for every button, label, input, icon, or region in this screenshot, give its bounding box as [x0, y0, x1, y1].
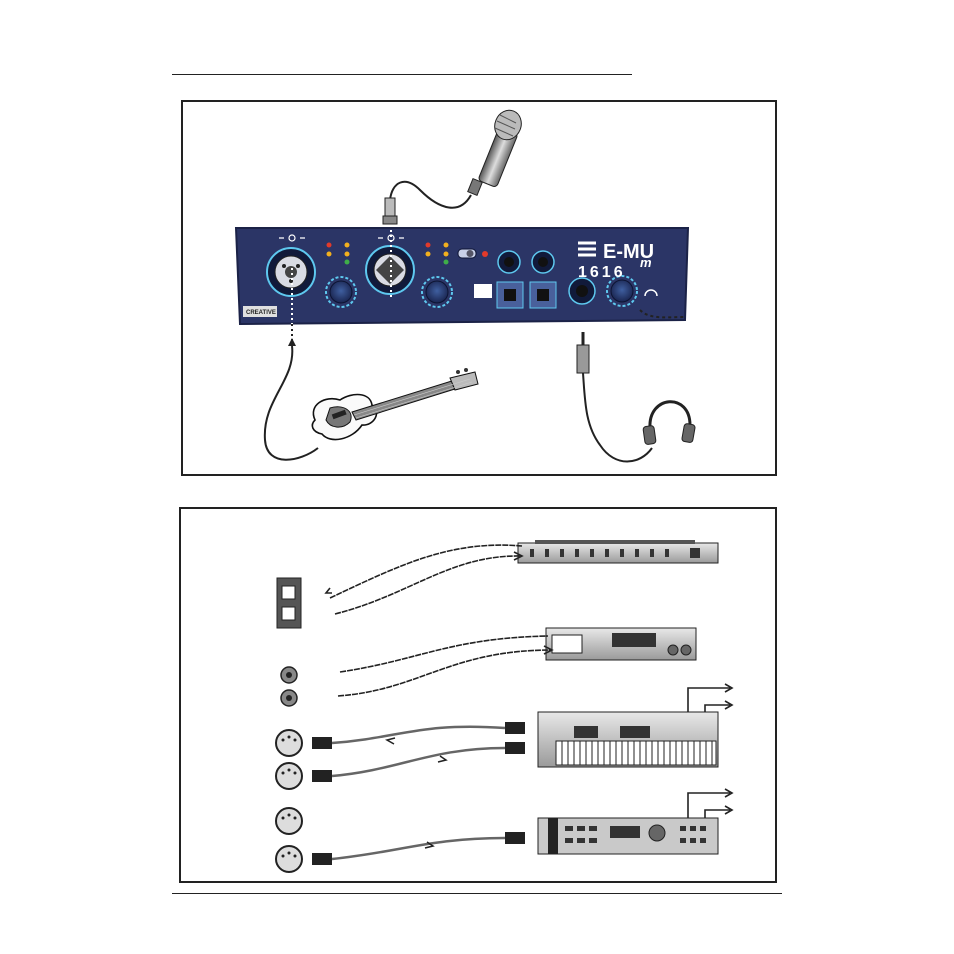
sound-module-icon	[538, 818, 718, 854]
spdif-cable-out	[340, 636, 548, 672]
phantom-power-switch	[458, 249, 476, 258]
midi-cable-3	[332, 838, 505, 859]
keyboard-synth-icon	[538, 712, 718, 767]
midi-plug-icon	[312, 722, 525, 865]
model-suffix: m	[640, 255, 652, 270]
mic-cable	[390, 182, 471, 208]
midi-port-icon	[276, 730, 302, 872]
bass-guitar-icon	[312, 368, 478, 440]
spdif-device-icon	[546, 628, 696, 660]
microphone-icon	[468, 106, 526, 195]
adat-rack-device-icon	[518, 540, 718, 563]
midi-cable-2	[332, 748, 505, 776]
optical-ports-icon	[277, 578, 301, 628]
optical-cable-out	[330, 545, 522, 598]
keyboard-audio-out-1	[688, 688, 730, 712]
audio-interface: E-MU 1616 m CREATIVE	[236, 228, 688, 324]
guitar-cable	[265, 346, 318, 460]
xlr-plug-icon	[383, 198, 397, 224]
headphone-jack	[569, 278, 595, 304]
module-audio-out-1	[688, 793, 730, 818]
quarter-inch-plug-icon	[577, 332, 589, 373]
headphone-cable	[583, 373, 652, 462]
spdif-rca-jacks-icon	[281, 667, 297, 706]
model-number: 1616	[578, 264, 626, 281]
midi-cable-1	[332, 727, 505, 743]
input-arrow-icon	[288, 338, 296, 346]
optical-cable-in	[335, 556, 520, 614]
spdif-cable-in	[338, 650, 552, 696]
creative-badge-text: CREATIVE	[246, 310, 276, 316]
headphones-icon	[643, 402, 696, 445]
